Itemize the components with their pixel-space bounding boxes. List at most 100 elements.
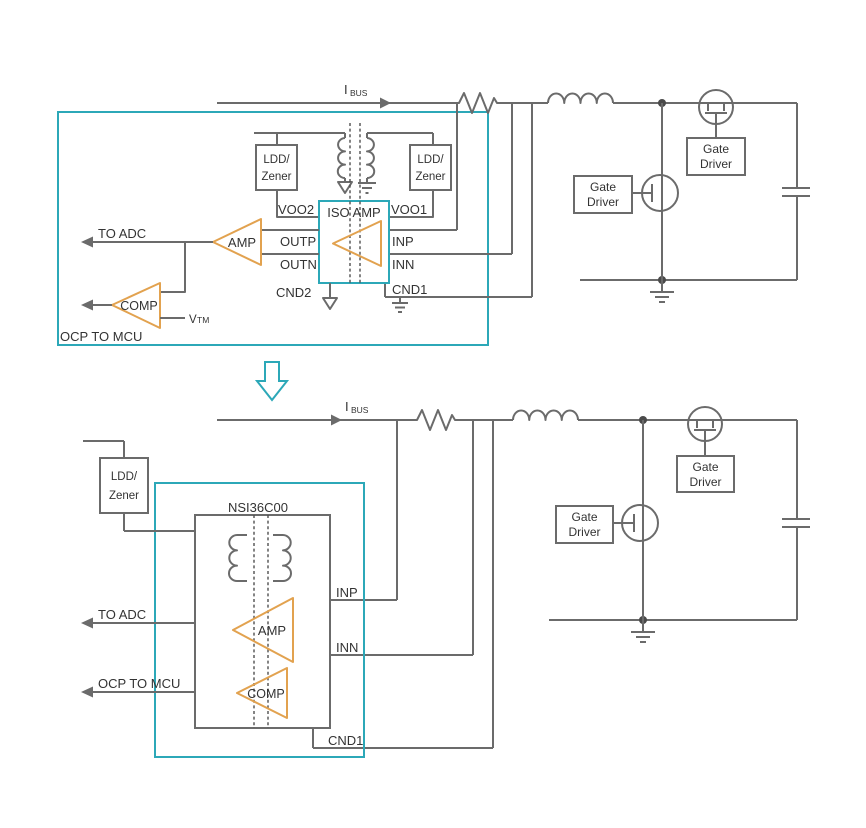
chip-transformer <box>228 534 292 582</box>
top-circuit: I BUS Gate Driver <box>57 82 810 346</box>
bottom-isolation-boundary-box <box>154 482 365 758</box>
comp-label: COMP <box>247 687 285 701</box>
bottom-shunt-resistor <box>413 409 458 431</box>
pin-label-voo1: VOO1 <box>391 202 427 217</box>
current-arrow-icon <box>331 414 342 426</box>
vss-arrow-icon <box>322 297 338 310</box>
ocp-to-mcu-label: OCP TO MCU <box>98 676 180 691</box>
bottom-bus-line: I BUS <box>217 399 413 426</box>
to-adc-label: TO ADC <box>98 607 146 622</box>
amp-label: AMP <box>258 623 286 638</box>
top-isolation-boundary-box <box>57 111 489 346</box>
comp-triangle-icon <box>111 282 161 329</box>
top-inductor <box>547 92 614 104</box>
gate-driver-label: Gate <box>703 142 729 156</box>
amp-triangle-icon <box>232 597 294 663</box>
bottom-pin-labels: INP INN CND1 <box>328 585 363 748</box>
bottom-high-side-mosfet <box>687 406 723 456</box>
top-ldo-zener-left: LDD/ Zener <box>255 144 298 191</box>
arrow-left-icon <box>81 617 93 629</box>
ground-icon <box>631 620 655 643</box>
arrow-left-icon <box>81 299 93 311</box>
amp-buffer: AMP TO ADC <box>81 218 262 266</box>
vtm-sub-label: TM <box>197 315 209 325</box>
top-bus-current-sub: BUS <box>350 88 368 98</box>
bottom-low-side-mosfet <box>613 420 659 620</box>
top-shunt-resistor <box>455 92 500 114</box>
gate-driver-label: Driver <box>690 475 722 489</box>
amp-label: AMP <box>228 235 256 250</box>
current-arrow-icon <box>380 97 391 109</box>
voo1-wire <box>389 190 434 218</box>
bottom-circuit: I BUS Gate Driver <box>81 399 810 758</box>
arrow-left-icon <box>81 236 93 248</box>
ldo-zener-label: Zener <box>109 490 139 502</box>
voo2-wire <box>276 190 319 218</box>
vtm-label: V <box>189 314 197 326</box>
transition-arrow <box>254 361 290 402</box>
pin-label-inn: INN <box>392 257 414 272</box>
gate-driver-label: Gate <box>590 180 616 194</box>
transformer-winding-right <box>282 534 292 582</box>
gate-driver-label: Driver <box>587 195 619 209</box>
pin-label-inp: INP <box>392 234 414 249</box>
ldo-zener-label: Zener <box>415 171 445 183</box>
iso-amp-block: ISO AMP <box>318 123 390 284</box>
bottom-output-capacitor <box>782 420 810 620</box>
pin-label-outn: OUTN <box>280 257 317 272</box>
bottom-inductor <box>512 409 579 421</box>
transformer-winding-left <box>336 137 346 179</box>
top-output-capacitor <box>782 103 810 280</box>
top-ground-rail <box>580 276 797 303</box>
bottom-bus-current-sub: BUS <box>351 405 369 415</box>
nsi36c00-chip: NSI36C00 AMP COMP <box>194 500 331 729</box>
pin-label-cnd1: CND1 <box>328 733 363 748</box>
down-arrow-icon <box>254 361 290 402</box>
amp-triangle-icon <box>212 218 262 266</box>
bottom-low-side-gate-driver: Gate Driver <box>555 505 614 544</box>
transformer-winding-right <box>366 137 376 179</box>
ldo-zener-label: LDD/ <box>111 471 138 483</box>
chip-name-label: NSI36C00 <box>228 500 288 515</box>
bottom-bus-current-label: I <box>345 399 349 414</box>
pin-label-cnd1: CND1 <box>392 282 427 297</box>
ground-icon <box>358 182 376 194</box>
bottom-ground-rail <box>549 616 797 643</box>
top-low-side-mosfet <box>632 103 679 280</box>
bottom-ldo-zener: LDD/ Zener <box>83 440 195 532</box>
to-adc-label: TO ADC <box>98 226 146 241</box>
top-bus-current-label: I <box>344 82 348 97</box>
pin-label-inn: INN <box>336 640 358 655</box>
pin-label-outp: OUTP <box>280 234 316 249</box>
pin-label-inp: INP <box>336 585 358 600</box>
gate-driver-label: Driver <box>569 525 601 539</box>
ground-icon <box>650 280 674 303</box>
top-low-side-gate-driver: Gate Driver <box>573 175 633 214</box>
ldo-zener-label: LDD/ <box>417 154 444 166</box>
ldo-zener-label: LDD/ <box>263 154 290 166</box>
pin-label-voo2: VOO2 <box>278 202 314 217</box>
gate-driver-label: Gate <box>692 460 718 474</box>
top-transformer <box>254 132 434 194</box>
iso-amp-label: ISO AMP <box>327 205 380 220</box>
vss-arrow-icon <box>337 181 353 194</box>
comp-comparator: COMP V TM OCP TO MCU <box>60 242 209 344</box>
gate-driver-label: Gate <box>571 510 597 524</box>
top-sense-lines <box>384 103 533 313</box>
top-high-side-gate-driver: Gate Driver <box>686 137 746 176</box>
comp-label: COMP <box>120 299 158 313</box>
iso-amp-triangle-icon <box>332 220 382 267</box>
ocp-to-mcu-label: OCP TO MCU <box>60 329 142 344</box>
arrow-left-icon <box>81 686 93 698</box>
pin-label-cnd2: CND2 <box>276 285 311 300</box>
bottom-sense-lines <box>312 420 494 749</box>
transformer-winding-left <box>228 534 238 582</box>
gate-driver-label: Driver <box>700 157 732 171</box>
comp-triangle-icon <box>236 667 288 719</box>
bottom-outputs: TO ADC OCP TO MCU <box>81 607 195 698</box>
top-ldo-zener-right: LDD/ Zener <box>409 144 452 191</box>
top-bus-line: I BUS <box>217 82 455 109</box>
ground-icon <box>392 297 408 313</box>
